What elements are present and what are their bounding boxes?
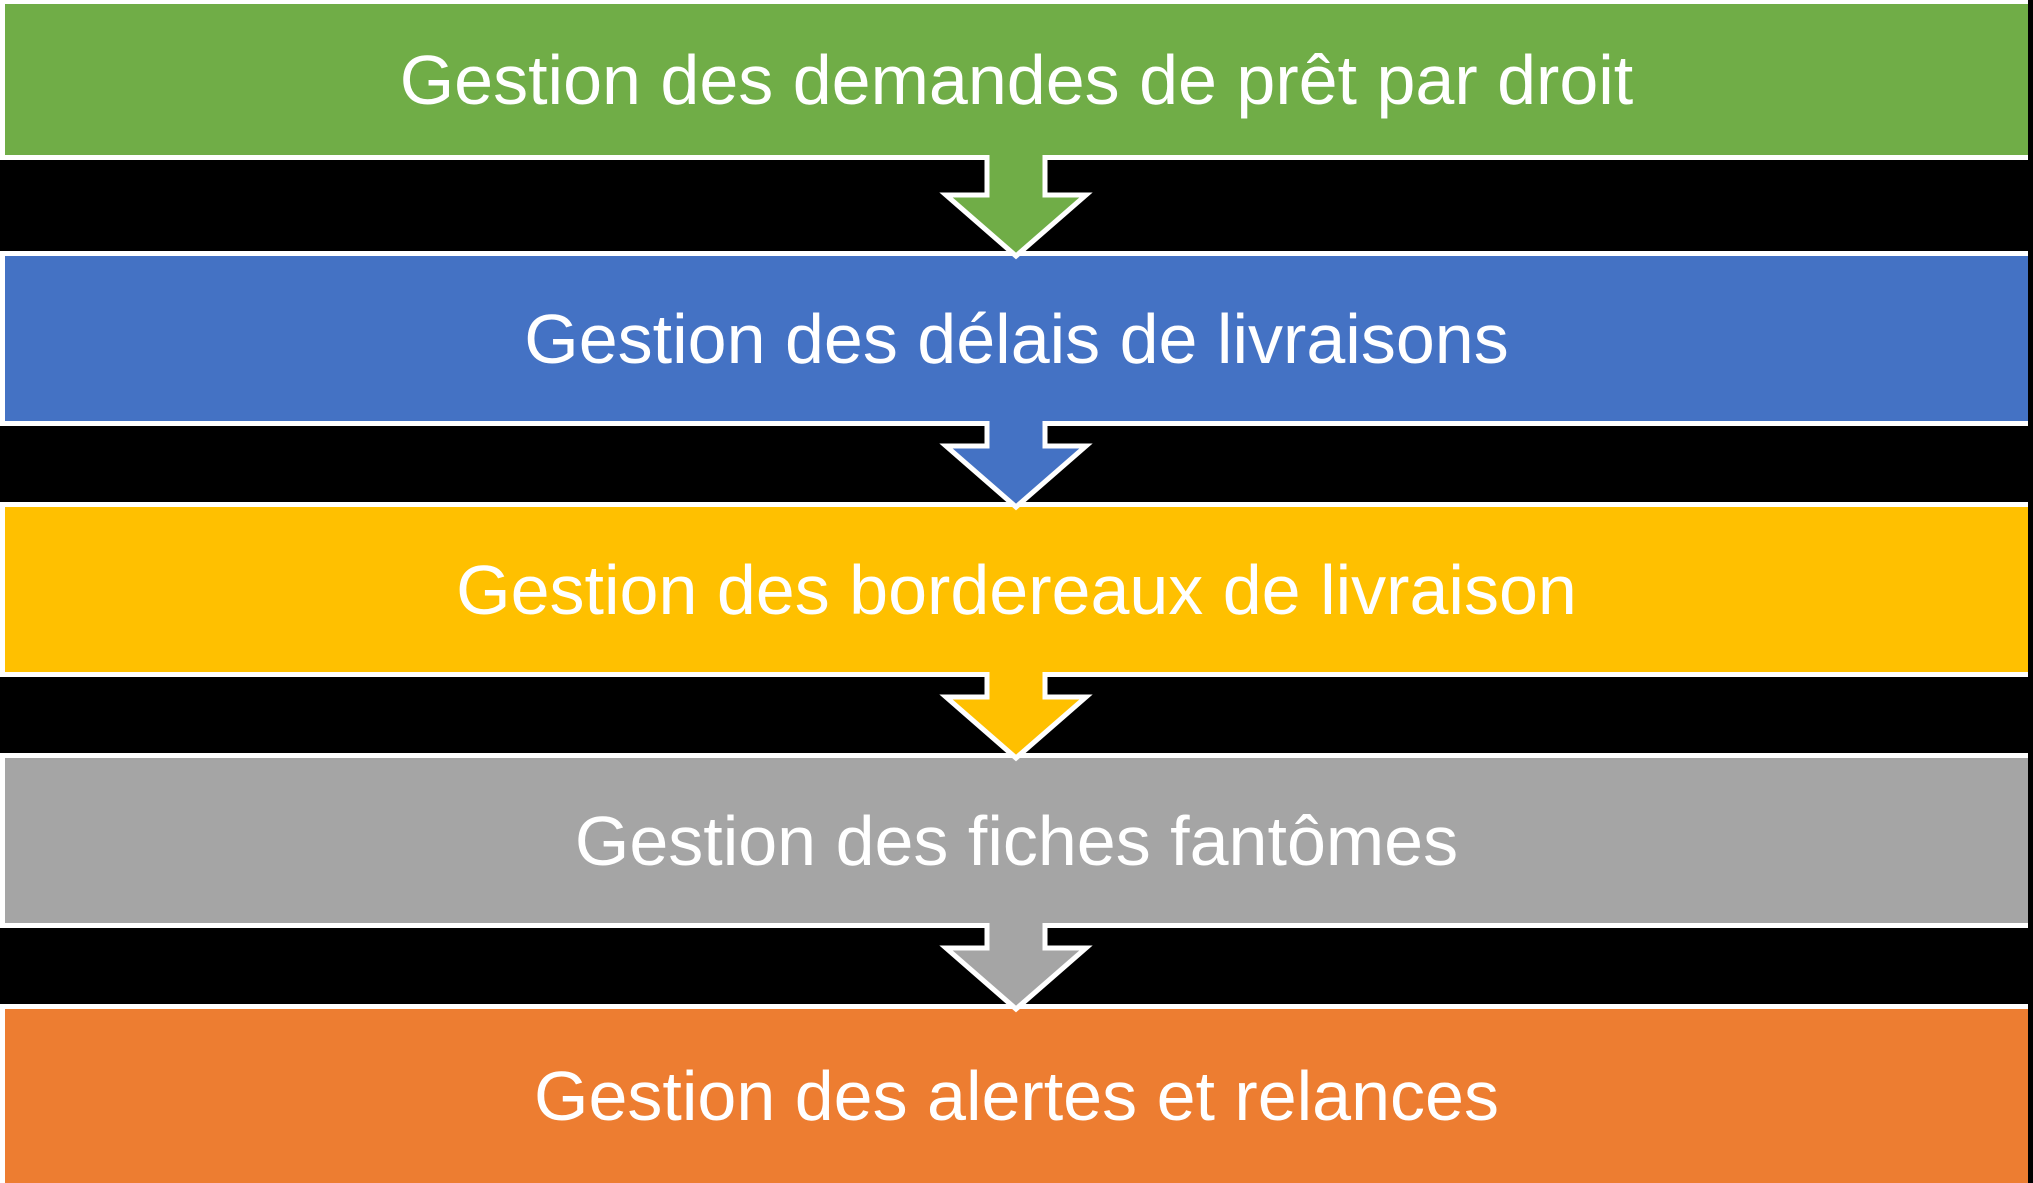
down-arrow-icon [946,672,1086,758]
down-arrow-connector-4 [939,923,1093,1013]
down-arrow-connector-1 [939,155,1093,260]
process-step-4: Gestion des fiches fantômes [0,753,2028,928]
down-arrow-icon [946,421,1086,507]
down-arrow-outline [939,672,1093,762]
process-step-5: Gestion des alertes et relances [0,1004,2028,1183]
process-step-3: Gestion des bordereaux de livraison [0,502,2028,677]
process-step-1: Gestion des demandes de prêt par droit [0,0,2028,160]
process-step-1-label: Gestion des demandes de prêt par droit [399,40,1634,119]
down-arrow-outline [939,421,1093,511]
process-step-2: Gestion des délais de livraisons [0,251,2028,426]
down-arrow-outline [939,923,1093,1013]
process-step-5-label: Gestion des alertes et relances [534,1057,1499,1135]
process-step-4-label: Gestion des fiches fantômes [574,801,1459,880]
down-arrow-icon [946,923,1086,1009]
down-arrow-outline [939,155,1093,260]
process-step-3-label: Gestion des bordereaux de livraison [456,550,1577,629]
down-arrow-connector-2 [939,421,1093,511]
down-arrow-connector-3 [939,672,1093,762]
down-arrow-icon [946,155,1086,256]
process-step-2-label: Gestion des délais de livraisons [524,299,1509,378]
